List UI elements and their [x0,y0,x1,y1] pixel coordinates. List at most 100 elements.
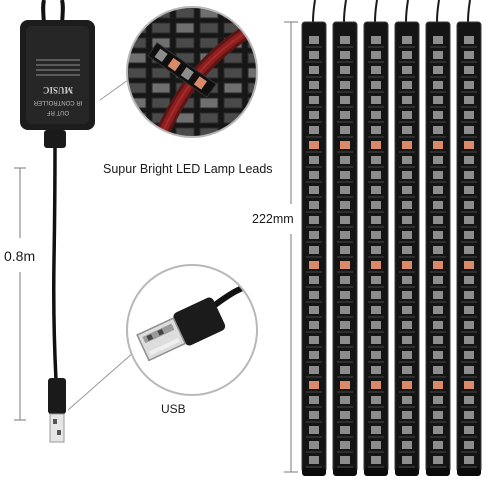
led-chip [371,366,381,374]
led-chip [340,171,350,179]
led-chip [402,276,412,284]
led-chip [402,456,412,464]
led-chip [433,321,443,329]
led-chip [371,186,381,194]
led-chip [371,171,381,179]
led-chip [464,81,474,89]
led-strip [363,0,389,476]
led-chip [433,261,443,269]
led-chip [464,441,474,449]
led-chip [433,96,443,104]
zoom-circle-usb-plug [126,264,258,396]
led-chip [371,111,381,119]
led-chip [371,201,381,209]
led-chip [309,246,319,254]
led-chip [402,231,412,239]
led-chip [433,51,443,59]
led-chip [433,156,443,164]
led-chip [309,81,319,89]
led-chip [371,81,381,89]
led-chip [340,411,350,419]
callout-line-usb [67,351,135,411]
led-chip [371,426,381,434]
led-chip [371,396,381,404]
led-chip [340,426,350,434]
led-chip [371,411,381,419]
led-chip [402,426,412,434]
led-chip [309,456,319,464]
led-chip [371,231,381,239]
led-chip [309,396,319,404]
led-chip [464,66,474,74]
led-chip [464,381,474,389]
led-chip [340,66,350,74]
led-chip [402,96,412,104]
led-chip [340,141,350,149]
led-chip [340,231,350,239]
led-chip [309,276,319,284]
usb-cable [51,147,58,381]
cable-length-dimension [14,167,26,421]
led-chip [371,51,381,59]
led-strips [301,0,482,476]
led-chip [464,36,474,44]
led-chip [402,201,412,209]
led-chip [309,186,319,194]
led-chip [402,156,412,164]
led-chip [433,231,443,239]
led-chip [464,51,474,59]
led-chip [464,111,474,119]
led-chip [340,366,350,374]
led-chip [433,351,443,359]
led-chip [309,381,319,389]
led-chip [433,246,443,254]
led-chip [371,216,381,224]
led-chip [340,156,350,164]
led-chip [402,396,412,404]
led-chip [402,51,412,59]
led-chip [433,66,443,74]
led-chip [402,351,412,359]
led-chip [433,441,443,449]
led-chip [309,51,319,59]
led-chip [309,441,319,449]
led-chip [464,291,474,299]
led-chip [433,336,443,344]
led-chip [433,201,443,209]
led-chip [464,231,474,239]
led-chip [340,396,350,404]
led-chip [340,441,350,449]
led-chip [402,381,412,389]
led-chip [402,366,412,374]
led-chip [402,171,412,179]
led-chip [371,381,381,389]
led-chip [371,306,381,314]
led-chip [371,261,381,269]
led-strip [456,0,482,476]
led-chip [309,231,319,239]
led-chip [402,186,412,194]
led-chip [402,411,412,419]
led-chip [402,336,412,344]
led-chip [371,126,381,134]
led-chip [433,291,443,299]
led-chip [402,246,412,254]
led-chip [433,426,443,434]
led-chip [433,36,443,44]
led-chip [340,126,350,134]
controller-ports-text: OUT RF [47,109,70,115]
led-chip [464,306,474,314]
led-chip [371,96,381,104]
led-chip [464,366,474,374]
led-chip [371,156,381,164]
led-chip [371,456,381,464]
led-chip [371,336,381,344]
led-chip [402,291,412,299]
led-chip [340,291,350,299]
led-chip [340,246,350,254]
led-chip [340,351,350,359]
controller-type-text: IR CONTROLLER [33,99,82,105]
led-chip [402,141,412,149]
led-chip [340,186,350,194]
